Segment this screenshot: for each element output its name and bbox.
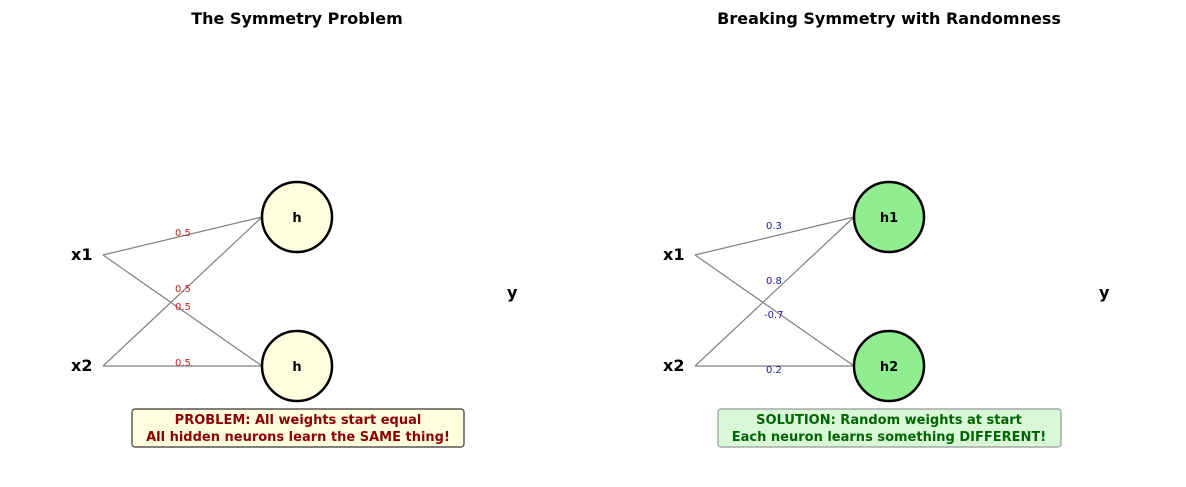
edge-x1-h-top: [102, 216, 263, 256]
hidden-neuron-label: h2: [880, 360, 898, 375]
input-node-label: x2: [663, 356, 684, 375]
problem-message-box: [131, 408, 465, 448]
hidden-neuron: [852, 329, 926, 403]
weight-label: 0.3: [766, 221, 782, 232]
problem-message-line: PROBLEM: All weights start equal: [175, 413, 422, 428]
weight-label: 0.5: [175, 228, 191, 239]
hidden-neuron-label: h: [292, 360, 301, 375]
weight-label: 0.5: [175, 284, 191, 295]
hidden-neuron: [260, 329, 334, 403]
input-node-label: x1: [663, 245, 684, 264]
edge-x1-h1: [694, 216, 855, 256]
solution-message-box: [717, 408, 1062, 448]
weight-label: 0.5: [175, 302, 191, 313]
solution-message-line: Each neuron learns something DIFFERENT!: [732, 430, 1046, 445]
hidden-neuron-label: h: [292, 211, 301, 226]
input-node-label: x1: [71, 245, 92, 264]
problem-message-line: All hidden neurons learn the SAME thing!: [146, 430, 450, 445]
panel-symmetry-problem: The Symmetry Problem x1 x2 0.5 0.5 0.5 0…: [71, 9, 518, 448]
weight-label: 0.8: [766, 276, 782, 287]
edge-x1-h2: [694, 254, 855, 367]
panel-title: The Symmetry Problem: [191, 9, 402, 28]
edge-x2-h1: [694, 216, 855, 367]
edge-x2-h-top: [102, 216, 263, 367]
panel-title: Breaking Symmetry with Randomness: [717, 9, 1061, 28]
input-node-label: x2: [71, 356, 92, 375]
weight-label: -0.7: [764, 310, 784, 321]
output-node-label: y: [507, 283, 518, 302]
weight-label: 0.2: [766, 365, 782, 376]
edge-x1-h-bottom: [102, 254, 263, 367]
output-node-label: y: [1099, 283, 1110, 302]
hidden-neuron: [260, 180, 334, 254]
panel-breaking-symmetry: Breaking Symmetry with Randomness x1 x2 …: [663, 9, 1110, 448]
hidden-neuron: [852, 180, 926, 254]
solution-message-line: SOLUTION: Random weights at start: [756, 413, 1022, 428]
hidden-neuron-label: h1: [880, 211, 898, 226]
weight-label: 0.5: [175, 358, 191, 369]
